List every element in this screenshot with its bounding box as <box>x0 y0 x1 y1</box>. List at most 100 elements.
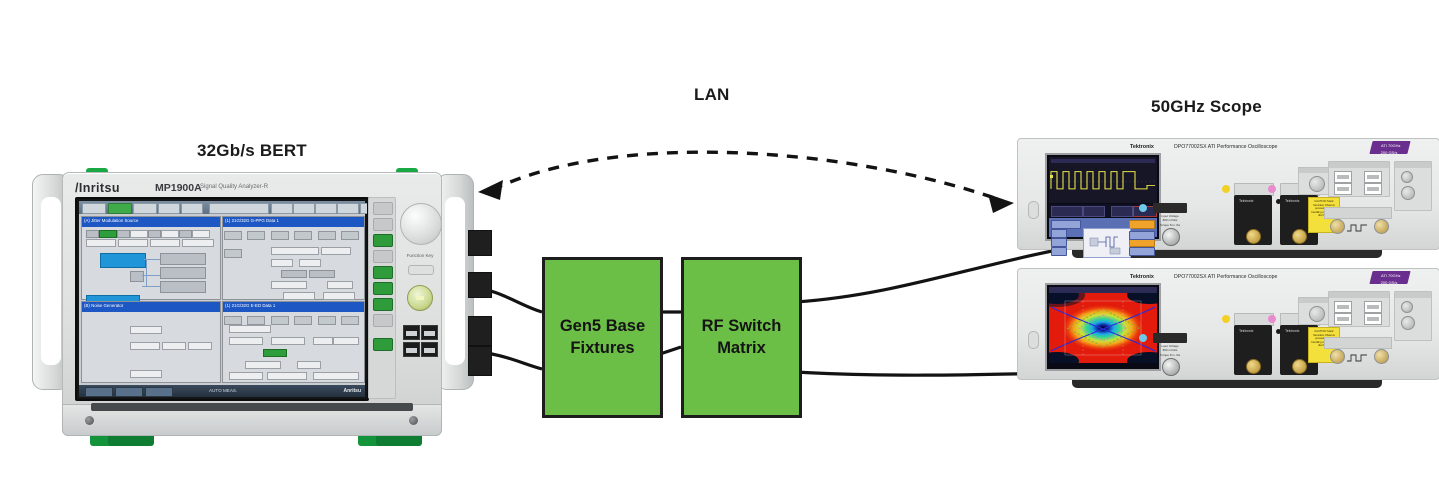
bert-power-button[interactable] <box>407 285 433 311</box>
scope-top-ati-sma-connector[interactable] <box>1162 228 1180 246</box>
bert-ed-tabs[interactable] <box>224 312 360 325</box>
scope-top-ch1-connector[interactable] <box>1246 229 1261 244</box>
bert-toolbar-btn-6[interactable] <box>271 203 293 214</box>
scope-top-panel-tab-1[interactable] <box>1051 229 1067 238</box>
bert-softkey-2[interactable] <box>373 218 393 231</box>
scope-top-usb-block[interactable] <box>1328 161 1390 197</box>
scope-top-channel-1-module[interactable]: Tektronix <box>1222 183 1281 245</box>
bert-jitter-on-button[interactable] <box>99 230 117 238</box>
scope-bottom-probe-cal-connector[interactable] <box>1309 306 1325 322</box>
bert-ppg-tab-misc1[interactable] <box>341 231 360 240</box>
bert-rotary-knob[interactable] <box>400 203 442 245</box>
bert-statusbar-btn-3[interactable] <box>145 387 173 397</box>
scope-top-aux-out-connector[interactable] <box>1401 171 1413 183</box>
bert-softkey-1[interactable] <box>373 202 393 215</box>
scope-bottom-usb-port-4[interactable] <box>1364 313 1382 325</box>
bert-pane-jitter-modulation-source[interactable]: (A) Jitter Modulation Source <box>81 216 221 304</box>
scope-bottom-ati-sma-connector[interactable] <box>1162 358 1180 376</box>
bert-jitter-rj-field[interactable] <box>148 230 161 238</box>
scope-top-panel-btn-a[interactable] <box>1129 247 1155 256</box>
scope-top-panel-tab-3[interactable] <box>1051 247 1067 256</box>
bert-softkey-4[interactable] <box>373 250 393 263</box>
bert-softkey-6-green[interactable] <box>373 282 393 295</box>
scope-bottom-aux-trigger-connector[interactable] <box>1401 316 1415 330</box>
scope-top-power-button[interactable] <box>1028 201 1039 219</box>
scope-bottom-ch3-connector[interactable] <box>1292 359 1307 374</box>
bert-ed-independent[interactable] <box>267 372 307 380</box>
bert-ppg-amplitude-value2[interactable] <box>323 292 355 300</box>
scope-top-control-panel[interactable] <box>1049 218 1157 258</box>
bert-clock-ppg-field[interactable] <box>160 253 206 265</box>
bert-ed-datetime[interactable] <box>313 372 359 380</box>
bert-ppg-data-select[interactable] <box>271 259 293 267</box>
bert-ppg-tab-output[interactable] <box>224 231 242 240</box>
bert-jitter-val-4[interactable] <box>182 239 214 247</box>
bert-side-softkeys[interactable] <box>368 197 396 399</box>
bert-gui-toolbar[interactable] <box>79 201 367 214</box>
bert-ed-tab-pattern[interactable] <box>270 316 289 325</box>
bert-usb-port-4[interactable] <box>421 342 438 357</box>
bert-status-bar[interactable]: AUTO MEAS. Anritsu <box>79 385 365 397</box>
bert-usb-port-1[interactable] <box>403 325 420 340</box>
scope-top-probe-cal-connector[interactable] <box>1309 176 1325 192</box>
scope-bottom-aux-block[interactable] <box>1394 291 1432 341</box>
scope-bottom-diff-positive-connector[interactable] <box>1330 349 1345 364</box>
bert-jitter-f1-field[interactable] <box>130 230 148 238</box>
bert-ed-tab-capture[interactable] <box>317 316 336 325</box>
bert-pane-noise-generator[interactable]: (B) Noise Generator <box>81 301 221 383</box>
bert-ed-unit-select[interactable] <box>271 337 305 345</box>
scope-top-panel-run-button[interactable] <box>1129 220 1155 229</box>
bert-pane-ed[interactable]: (1) 21G/32G E-ED Data 1 <box>222 301 365 383</box>
scope-top-usb-port-4[interactable] <box>1364 183 1382 195</box>
bert-softkey-3-green[interactable] <box>373 234 393 247</box>
bert-toolbar-app-selector[interactable] <box>209 203 269 214</box>
bert-jitter-f3-field[interactable] <box>192 230 210 238</box>
bert-ed-tab-misc[interactable] <box>341 316 360 325</box>
bert-noise-cm-presets[interactable] <box>130 326 162 334</box>
bert-usb-port-3[interactable] <box>403 342 420 357</box>
bert-jitter-bu-field[interactable] <box>179 230 192 238</box>
bert-ed-tab-result[interactable] <box>224 316 242 325</box>
bert-softkey-9-green[interactable] <box>373 338 393 351</box>
bert-toolbar-onoff-button[interactable] <box>133 203 157 214</box>
bert-toolbar-menu-button[interactable] <box>82 203 106 214</box>
bert-statusbar-btn-2[interactable] <box>115 387 143 397</box>
bert-jitter-f2-field[interactable] <box>161 230 179 238</box>
bert-data-rate-field[interactable] <box>160 281 206 293</box>
bert-ppg-tab-precode[interactable] <box>317 231 336 240</box>
bert-toolbar-btn-4[interactable] <box>158 203 180 214</box>
scope-bottom-ch1-connector[interactable] <box>1246 359 1261 374</box>
scope-bottom-usb-port-3[interactable] <box>1334 313 1352 325</box>
bert-display[interactable]: (A) Jitter Modulation Source <box>75 197 369 401</box>
scope-bottom-usb-block[interactable] <box>1328 291 1390 327</box>
scope-top-aux-block[interactable] <box>1394 161 1432 211</box>
bert-ppg-defined-if[interactable] <box>271 281 307 289</box>
bert-ppg-amplitude-value[interactable] <box>283 292 315 300</box>
bert-softkey-5-green[interactable] <box>373 266 393 279</box>
bert-ppg-setup-button[interactable] <box>309 270 335 278</box>
bert-ref-clock-field[interactable] <box>160 267 206 279</box>
bert-toolbar-btn-8[interactable] <box>315 203 337 214</box>
bert-ppg-set-button[interactable] <box>281 270 307 278</box>
bert-toolbar-btn-9[interactable] <box>337 203 359 214</box>
bert-noise-band[interactable] <box>188 342 212 350</box>
scope-top-ch3-connector[interactable] <box>1292 229 1307 244</box>
bert-jitter-val-3[interactable] <box>150 239 180 247</box>
bert-ed-interval[interactable] <box>297 361 321 369</box>
bert-ed-tab-measurement[interactable] <box>247 316 266 325</box>
scope-top-aux-trigger-connector[interactable] <box>1401 186 1415 200</box>
block-rf-switch-matrix[interactable]: RF Switch Matrix <box>681 257 802 418</box>
bert-toolbar-help-button[interactable] <box>360 203 367 214</box>
bert-ppg-clock-select[interactable] <box>299 259 321 267</box>
bert-ed-gating-select[interactable] <box>229 325 271 333</box>
bert-ed-current-on[interactable] <box>263 349 287 357</box>
bert-ed-calculation[interactable] <box>245 361 281 369</box>
bert-noise-frequency[interactable] <box>162 342 186 350</box>
bert-softkey-7-green[interactable] <box>373 298 393 311</box>
bert-toolbar-btn-7[interactable] <box>293 203 315 214</box>
scope-bottom-menu-bar[interactable] <box>1049 287 1157 293</box>
scope-top-ati-connector[interactable]: ATI Input Voltage 800 mVolts Torque 8 in… <box>1139 203 1187 246</box>
bert-ppg-tab-misc2[interactable] <box>224 249 242 258</box>
bert-pane-ppg[interactable]: (1) 21G/32G G-PPG Data 1 <box>222 216 365 300</box>
bert-ppg-bitrate-select[interactable] <box>271 247 319 255</box>
